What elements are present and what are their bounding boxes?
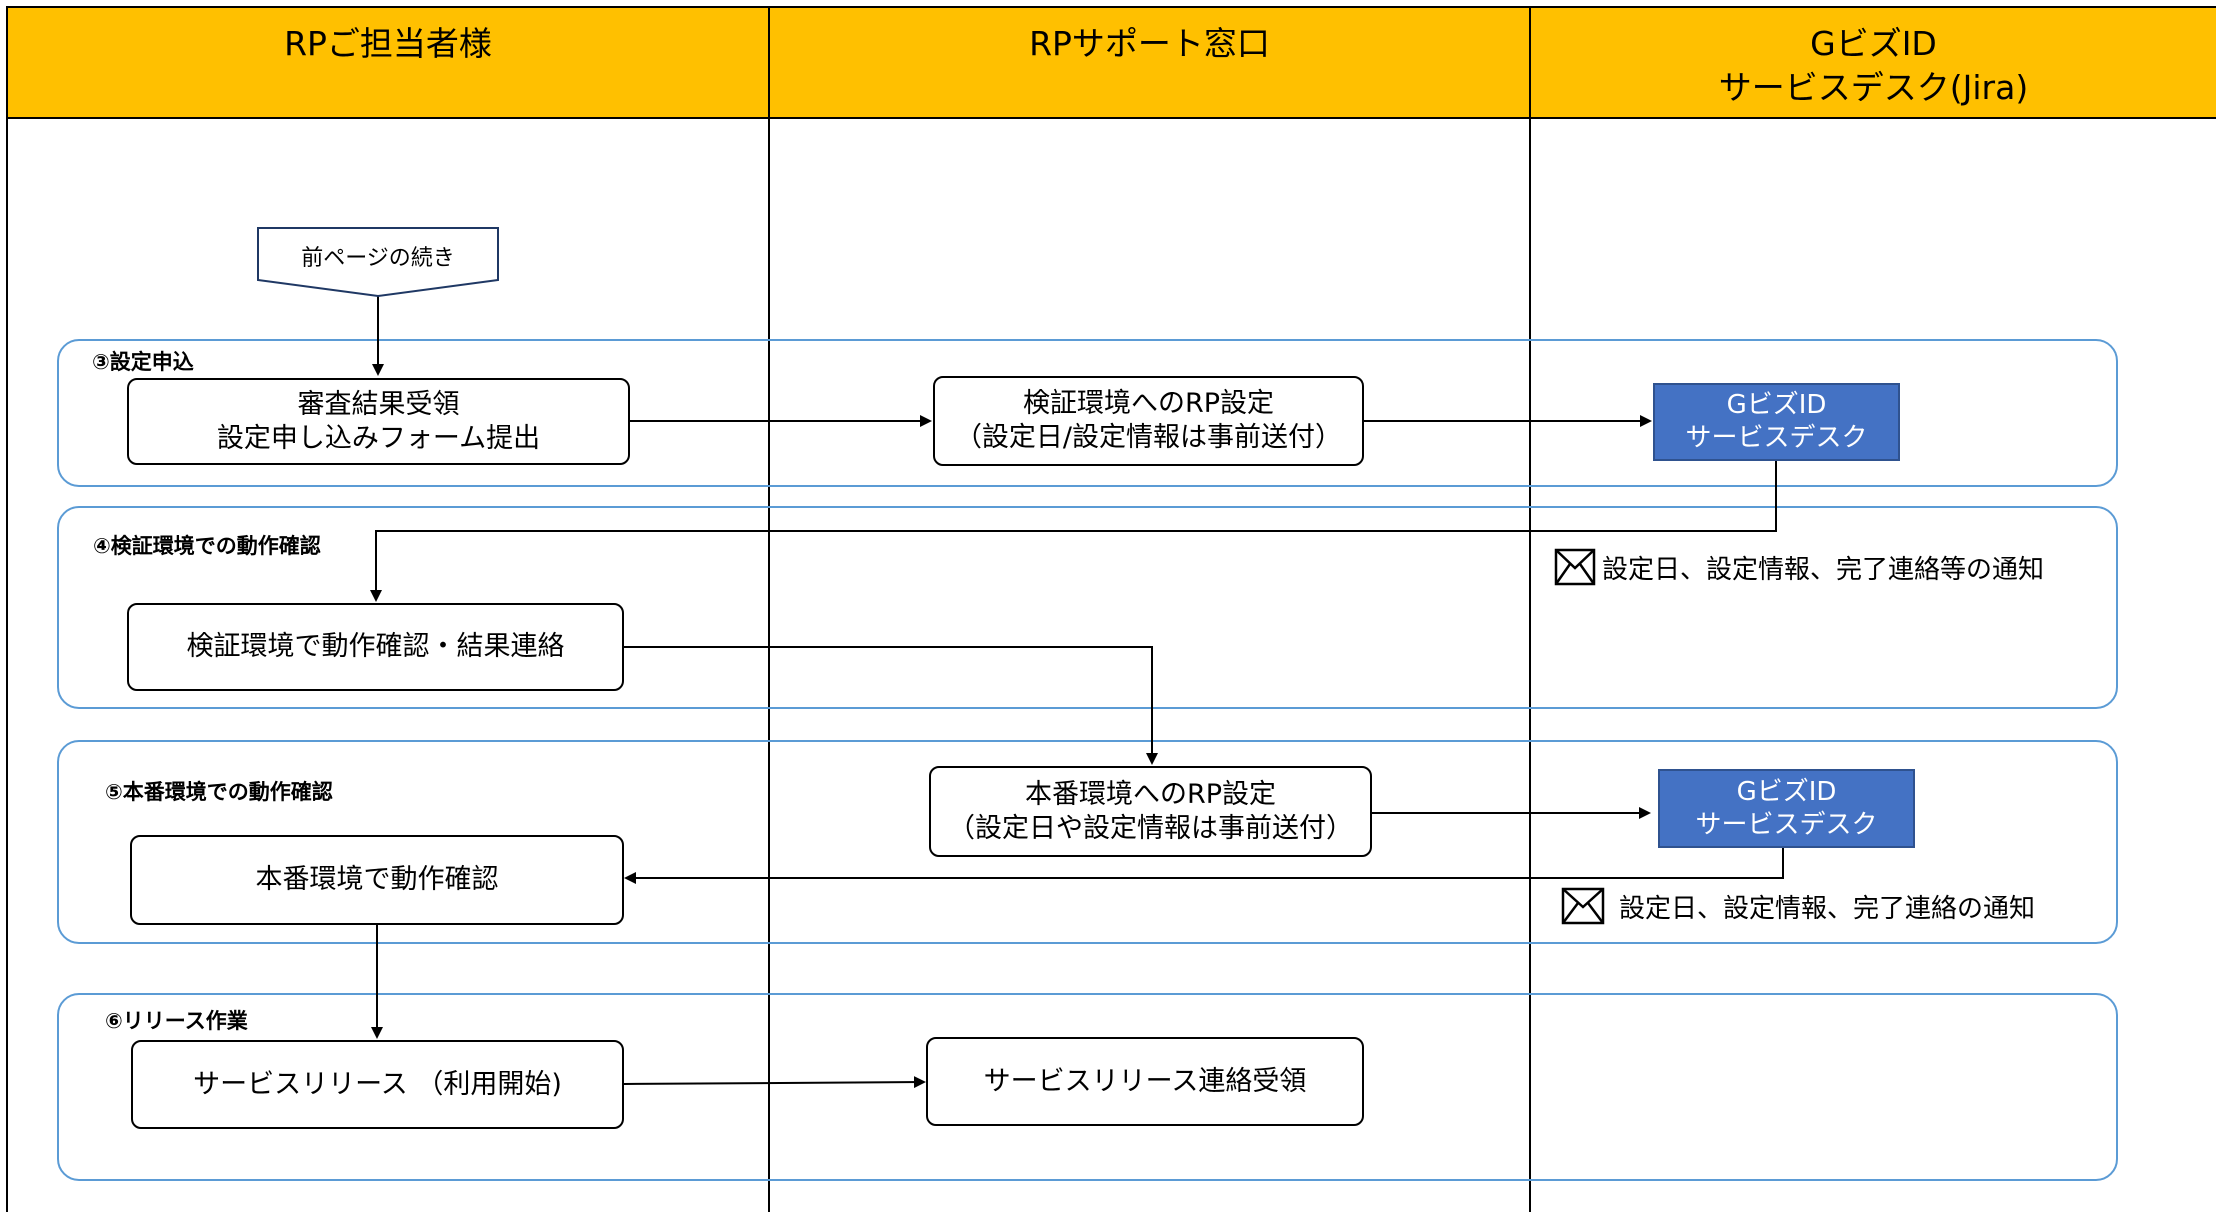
offpage-connector-label: 前ページの続き (301, 246, 455, 271)
envelope-icon (1554, 548, 1596, 586)
notification-note-2: 設定日、設定情報、完了連絡の通知 (1561, 887, 2035, 925)
arrow-verify-check-to-prod-setting (624, 646, 1158, 765)
arrow-jira-to-verify-check (370, 461, 1777, 602)
lane-title: GビズID サービスデスク(Jira) (1718, 24, 2029, 107)
review-and-submit-box: 審査結果受領 設定申し込みフォーム提出 (127, 378, 630, 465)
lane-divider-1 (768, 117, 770, 1212)
notification-note-1: 設定日、設定情報、完了連絡等の通知 (1554, 548, 2044, 586)
lane-title: RPご担当者様 (284, 24, 492, 63)
lane-divider-2 (1529, 117, 1531, 1212)
prod-rp-setting-box: 本番環境へのRP設定 （設定日や設定情報は事前送付） (929, 766, 1372, 857)
phase-setting-application (57, 339, 2118, 487)
release-received-box: サービスリリース連絡受領 (926, 1037, 1364, 1126)
phase-label-production-environment: ⑤本番環境での動作確認 (105, 780, 333, 804)
phase-label-release: ⑥リリース作業 (105, 1009, 248, 1033)
lane-header-gbiz-service-desk: GビズID サービスデスク(Jira) (1529, 6, 2216, 119)
phase-label-setting-application: ③設定申込 (92, 350, 194, 374)
jira-service-desk-1: GビズID サービスデスク (1653, 383, 1900, 461)
phase-release (57, 993, 2118, 1181)
lane-title: RPサポート窓口 (1029, 24, 1270, 63)
lane-header-rp-support: RPサポート窓口 (768, 6, 1531, 119)
envelope-icon (1561, 887, 1605, 925)
arrow-release-to-received (623, 1076, 926, 1089)
jira-service-desk-2: GビズID サービスデスク (1658, 769, 1915, 848)
phase-production-environment (57, 740, 2118, 944)
phase-label-verify-environment: ④検証環境での動作確認 (93, 534, 321, 558)
verify-rp-setting-box: 検証環境へのRP設定 （設定日/設定情報は事前送付） (933, 376, 1364, 466)
lane-header-rp-owner: RPご担当者様 (6, 6, 770, 119)
lane-divider-left (6, 117, 8, 1212)
arrow-jira-to-prod-check (624, 848, 1784, 884)
verify-check-box: 検証環境で動作確認・結果連絡 (127, 603, 624, 691)
offpage-connector (257, 227, 499, 298)
notification-text: 設定日、設定情報、完了連絡等の通知 (1602, 554, 2045, 585)
release-box: サービスリリース （利用開始) (131, 1040, 624, 1129)
prod-check-box: 本番環境で動作確認 (130, 835, 624, 925)
notification-text: 設定日、設定情報、完了連絡の通知 (1619, 893, 2036, 924)
phase-verify-environment (57, 506, 2118, 709)
